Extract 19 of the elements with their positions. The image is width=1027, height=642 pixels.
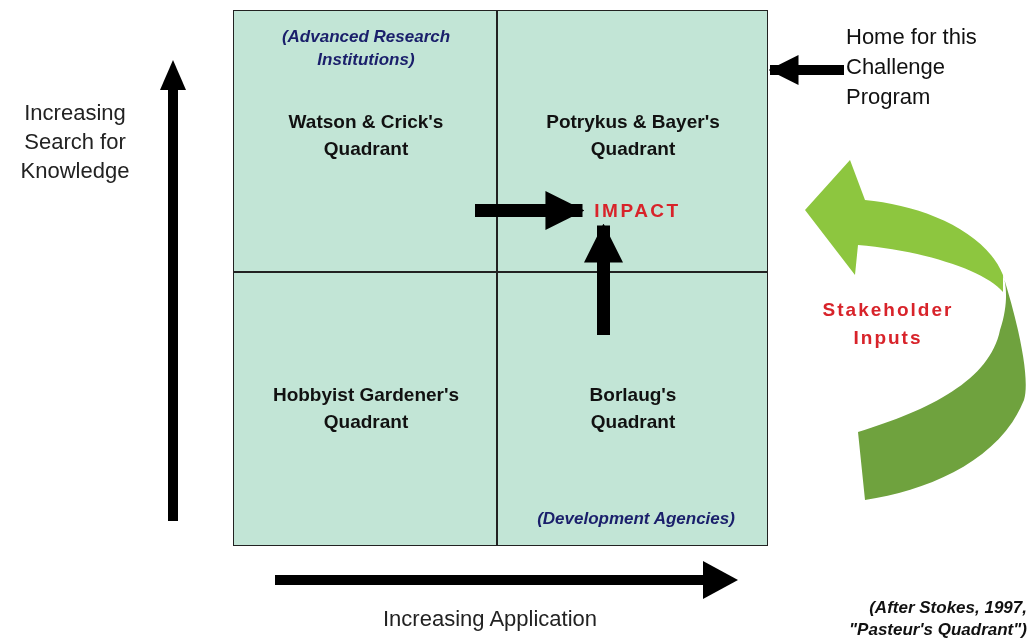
- arrow: [768, 55, 844, 85]
- quadrant-panel: [233, 10, 497, 272]
- arrow-caption: Stakeholder Inputs: [821, 298, 955, 350]
- impact-label: IMPACT: [584, 197, 691, 224]
- axis-label: Increasing Search for Knowledge: [19, 99, 131, 185]
- arrow: [584, 223, 623, 335]
- quadrant-label: Watson & Crick's Quadrant: [287, 110, 445, 161]
- note-text: Home for this Challenge Program: [846, 22, 1016, 112]
- quadrant-label: Potrykus & Bayer's Quadrant: [545, 110, 721, 161]
- quadrant-label: Borlaug's Quadrant: [588, 383, 678, 434]
- source-note: (After Stokes, 1997, "Pasteur's Quadrant"): [848, 597, 1027, 641]
- quadrant-panel: [497, 10, 768, 272]
- quadrant-panel: [233, 272, 497, 546]
- quadrant-subtitle: (Advanced Research Institutions): [280, 26, 452, 71]
- quadrant-subtitle: (Development Agencies): [536, 508, 736, 530]
- quadrant-label: Hobbyist Gardener's Quadrant: [271, 383, 461, 434]
- axis-label: Increasing Application: [382, 605, 598, 633]
- arrow: [475, 191, 585, 230]
- quadrant-panel: [497, 272, 768, 546]
